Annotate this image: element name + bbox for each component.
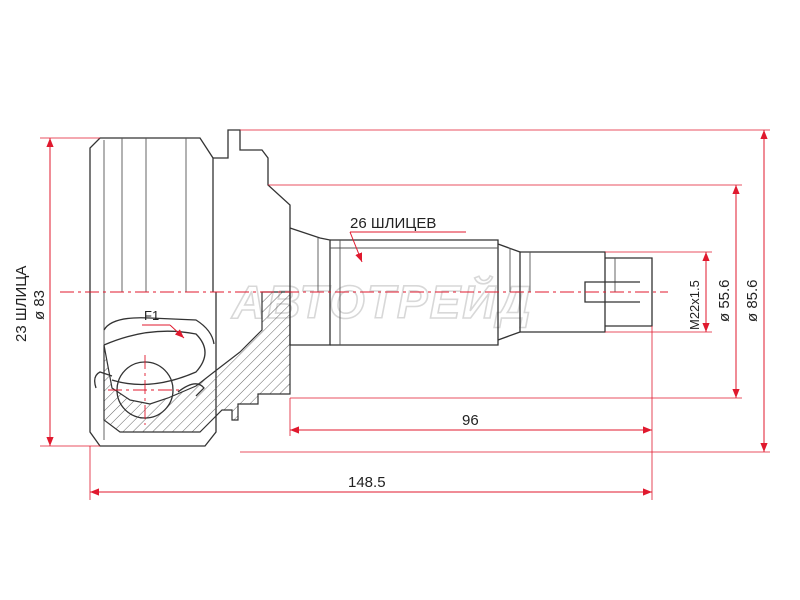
dimension-lines (46, 130, 768, 496)
spline-outer-label: 26 ШЛИЦЕВ (350, 215, 436, 232)
part-section-lower (89, 291, 653, 447)
extension-lines (40, 129, 770, 500)
dim-seal-diameter-label: ø 55.6 (716, 279, 733, 322)
dim-outer-diameter-label: ø 85.6 (744, 279, 761, 322)
dim-bell-diameter-label: ø 83 (31, 290, 48, 320)
dim-thread-label: M22x1.5 (687, 280, 702, 330)
spline-inner-label: 23 ШЛИЦА (13, 266, 30, 342)
dim-total-length-label: 148.5 (348, 474, 386, 491)
dim-shaft-length-label: 96 (462, 412, 479, 429)
part-outline-upper (89, 129, 653, 292)
feature-label: F1 (144, 308, 159, 323)
